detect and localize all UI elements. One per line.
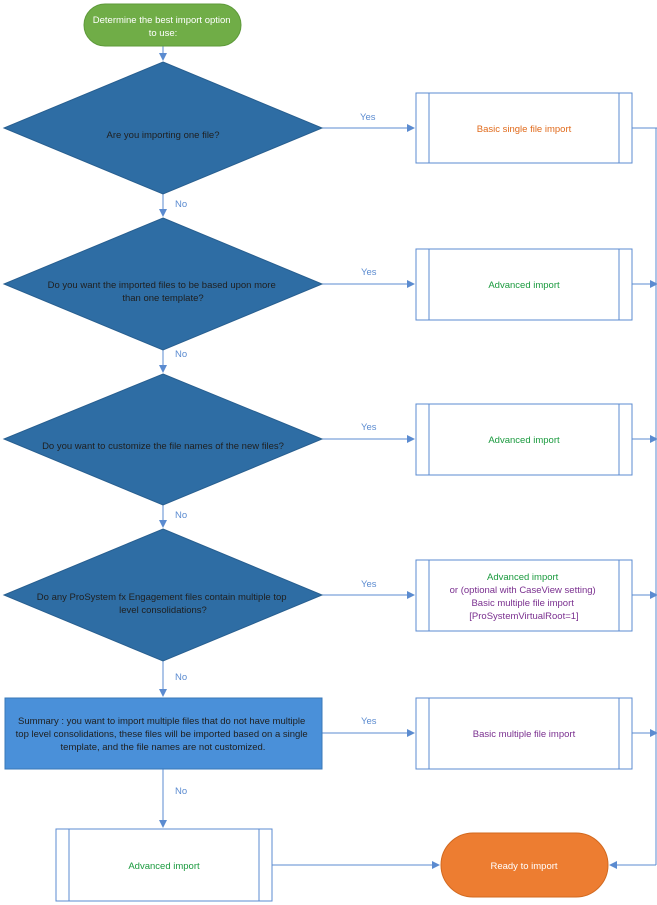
decision-consolidations: Do any ProSystem fx Engagement files con…	[2, 528, 324, 662]
yes-label: Yes	[361, 267, 377, 278]
outcome-advanced-1: Advanced import	[415, 248, 633, 321]
start-text: Determine the best import option to use:	[93, 15, 233, 39]
summary-box: Summary : you want to import multiple fi…	[4, 697, 323, 770]
decision-multiple-templates: Do you want the imported files to be bas…	[2, 217, 324, 351]
decision-customize-names: Do you want to customize the file names …	[2, 373, 324, 506]
no-label: No	[175, 349, 187, 360]
outcome-advanced-or-basic-multiple: Advanced import or (optional with CaseVi…	[415, 559, 633, 632]
outcome-advanced-2: Advanced import	[415, 403, 633, 476]
outcome-basic-multiple-text: Basic multiple file import	[473, 729, 576, 740]
decision-multiple-templates-text: Do you want the imported files to be bas…	[48, 280, 279, 304]
summary-text: Summary : you want to import multiple fi…	[16, 716, 311, 753]
outcome-advanced-or-basic-multiple-text: Advanced import or (optional with CaseVi…	[450, 572, 599, 622]
end-node: Ready to import	[440, 832, 609, 898]
end-text: Ready to import	[490, 861, 557, 872]
yes-label: Yes	[361, 579, 377, 590]
start-node: Determine the best import option to use:	[83, 3, 242, 47]
yes-label: Yes	[360, 112, 376, 123]
decision-consolidations-text: Do any ProSystem fx Engagement files con…	[37, 592, 289, 616]
outcome-basic-single-text: Basic single file import	[477, 124, 572, 135]
decision-customize-names-text: Do you want to customize the file names …	[42, 441, 284, 452]
outcome-basic-multiple: Basic multiple file import	[415, 697, 633, 770]
edge-labels: Yes Yes Yes Yes Yes No No No No No	[175, 112, 377, 797]
outcome-basic-single: Basic single file import	[415, 92, 633, 164]
outcome-advanced-final-text: Advanced import	[128, 861, 200, 872]
yes-label: Yes	[361, 422, 377, 433]
no-label: No	[175, 786, 187, 797]
connectors	[159, 46, 657, 869]
decision-one-file: Are you importing one file?	[2, 61, 324, 195]
no-label: No	[175, 199, 187, 210]
outcome-advanced-2-text: Advanced import	[488, 435, 560, 446]
outcome-advanced-final: Advanced import	[55, 828, 273, 902]
yes-label: Yes	[361, 716, 377, 727]
decision-one-file-text: Are you importing one file?	[106, 130, 219, 141]
no-label: No	[175, 672, 187, 683]
no-label: No	[175, 510, 187, 521]
outcome-advanced-1-text: Advanced import	[488, 280, 560, 291]
